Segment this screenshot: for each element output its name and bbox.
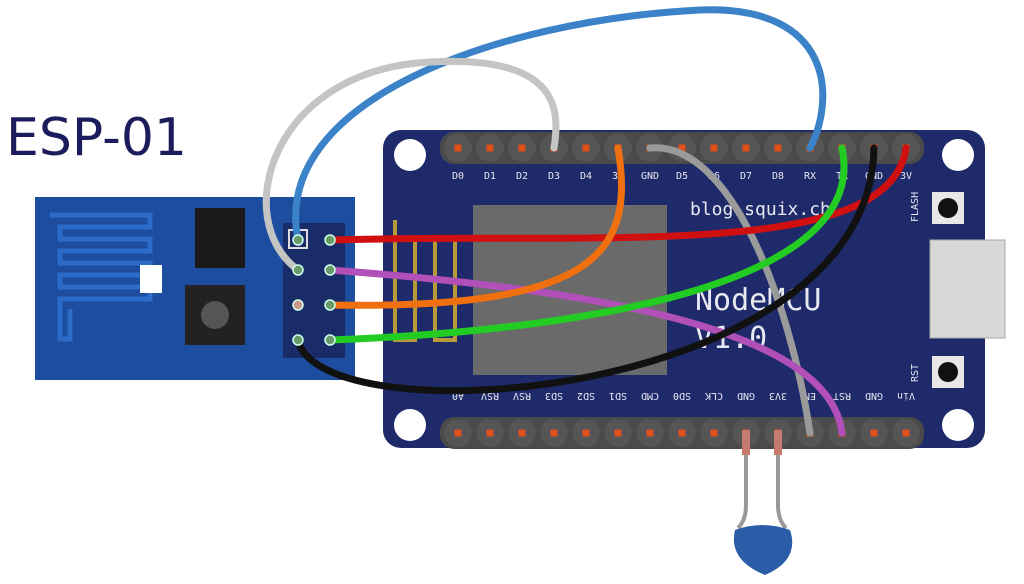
espressif-logo xyxy=(201,301,229,329)
pin-label: D0 xyxy=(452,171,464,182)
pin-pad xyxy=(870,429,878,437)
wire-white-outline xyxy=(262,57,560,274)
pin-label: GND xyxy=(737,390,755,401)
pin-label: D3 xyxy=(548,171,560,182)
wire-green-tx[interactable] xyxy=(326,144,848,344)
wire-purple-rst[interactable] xyxy=(326,266,846,437)
mount-hole xyxy=(394,409,426,441)
led xyxy=(140,265,162,293)
pin-pad xyxy=(454,429,462,437)
pin-pad xyxy=(742,144,750,152)
pin-pad xyxy=(710,429,718,437)
pin-label: D2 xyxy=(516,171,528,182)
wire-orange-3v[interactable] xyxy=(326,144,626,309)
pin-label: SD2 xyxy=(577,390,595,401)
esp01-title: ESP-01 xyxy=(6,108,187,168)
pin-label: 3V xyxy=(900,171,912,182)
esp01-board xyxy=(35,197,355,380)
pin-label: 3V3 xyxy=(769,390,787,401)
flash-chip xyxy=(195,208,245,268)
pin-label: RX xyxy=(804,171,816,182)
pin-label: CLK xyxy=(705,390,723,401)
pin-label: D1 xyxy=(484,171,496,182)
esp01-pin-header xyxy=(283,223,345,358)
pin-pad xyxy=(710,144,718,152)
wire-white-d3[interactable] xyxy=(262,57,560,274)
pin-label: RSV xyxy=(513,390,531,401)
pin-pad xyxy=(646,429,654,437)
pin-label: D7 xyxy=(740,171,752,182)
pin-pad xyxy=(454,144,462,152)
pin-pad xyxy=(614,429,622,437)
flash-label: FLASH xyxy=(910,192,921,222)
rst-label: RST xyxy=(910,364,921,382)
pin-label: SD1 xyxy=(609,390,627,401)
pin-label: D4 xyxy=(580,171,592,182)
pin-label: SD3 xyxy=(545,390,563,401)
mount-hole xyxy=(394,139,426,171)
usb-port xyxy=(929,239,1006,339)
rst-button-cap xyxy=(938,362,958,382)
esp01-antenna xyxy=(50,212,153,342)
pin-pad xyxy=(486,429,494,437)
pin-label: GND xyxy=(865,390,883,401)
wire-blue-rx[interactable] xyxy=(292,6,827,244)
mount-hole xyxy=(942,409,974,441)
pin-label: CMD xyxy=(641,390,659,401)
pin-pad xyxy=(518,144,526,152)
wire-red-3v[interactable] xyxy=(326,144,910,244)
pin-label: D5 xyxy=(676,171,688,182)
capacitor xyxy=(733,430,793,575)
pin-pad xyxy=(582,144,590,152)
flash-button-cap xyxy=(938,198,958,218)
pin-label: EN xyxy=(804,390,816,401)
pin-pad xyxy=(678,429,686,437)
pin-pad xyxy=(582,429,590,437)
pin-pad xyxy=(774,144,782,152)
pin-label: SD0 xyxy=(673,390,691,401)
pin-pad xyxy=(550,429,558,437)
pin-label: D8 xyxy=(772,171,784,182)
mount-hole xyxy=(942,139,974,171)
wires xyxy=(262,6,910,437)
pin-label: Vin xyxy=(897,390,915,401)
pin-pad xyxy=(486,144,494,152)
pin-pad xyxy=(902,429,910,437)
pin-pad xyxy=(678,144,686,152)
pin-label: GND xyxy=(641,171,659,182)
bottom-pin-header: A0 RSV RSV SD3 SD2 SD1 CMD SD0 CLK GND 3V3 EN RST GND… xyxy=(440,390,924,449)
wire-black-gnd[interactable] xyxy=(294,144,878,395)
pin-pad xyxy=(518,429,526,437)
pin-label: RSV xyxy=(481,390,499,401)
wire-grey-gnd-en[interactable] xyxy=(646,144,814,437)
board-url: blog.squix.ch xyxy=(690,199,831,220)
pin-label: A0 xyxy=(452,390,464,401)
pin-label: RST xyxy=(833,390,851,401)
